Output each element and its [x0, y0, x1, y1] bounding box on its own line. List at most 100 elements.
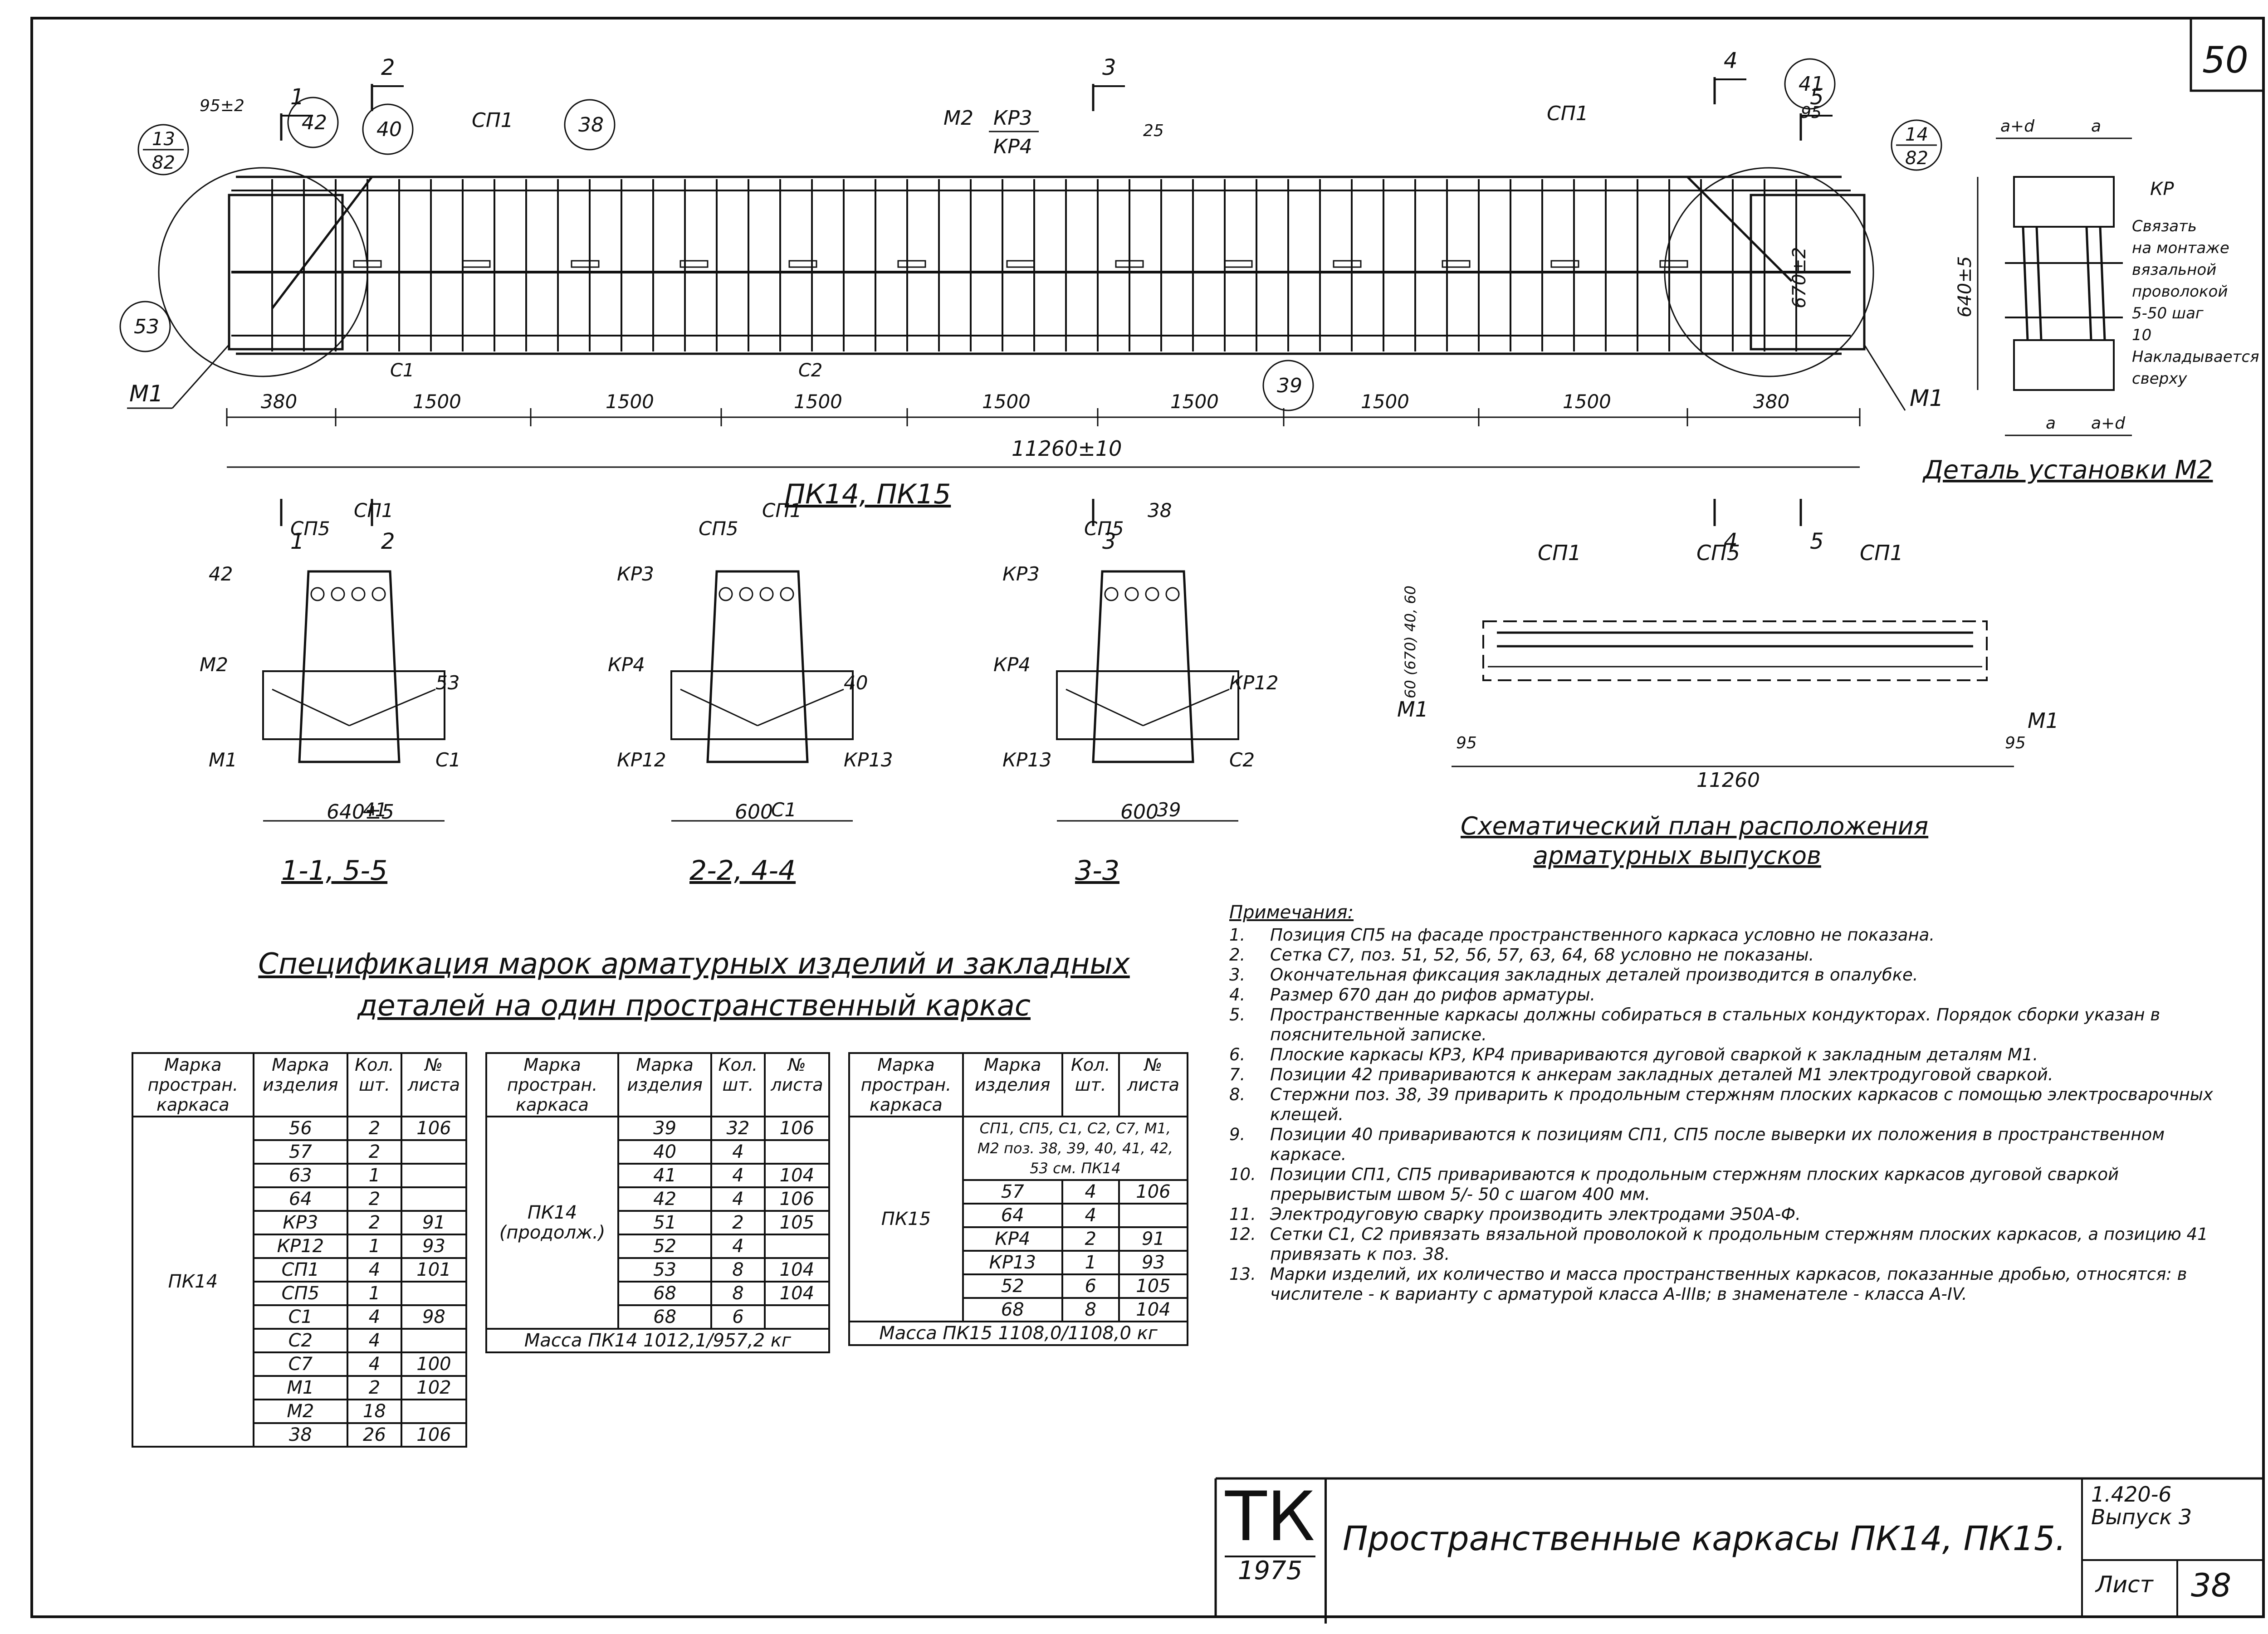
callout-label: 42 — [302, 111, 327, 134]
section-label: М1 — [209, 749, 237, 771]
note-number: 1. — [1229, 925, 1246, 945]
mass-pk14: Масса ПК14 1012,1/957,2 кг — [485, 1328, 830, 1353]
note-text: Позиция СП5 на фасаде пространственного … — [1270, 925, 1935, 945]
label-m1-left: М1 — [129, 380, 163, 407]
m2-note-line: сверху — [2132, 370, 2187, 388]
m2-dim-top-1: a+d — [2000, 117, 2035, 136]
section-mark-top: 2 — [381, 55, 395, 80]
spec-cell: КР3 — [252, 1210, 349, 1235]
note-text: Стержни поз. 38, 39 приварить к продольн… — [1270, 1085, 2213, 1124]
note-item: 12.Сетки С1, С2 привязать вязальной пров… — [1229, 1224, 2245, 1264]
spec-cell: 2 — [347, 1210, 402, 1235]
span-dim: 380 — [261, 390, 297, 413]
spec-cell: 4 — [347, 1257, 402, 1283]
spec-cell: 38 — [252, 1422, 349, 1448]
label-sp1-left: СП1 — [472, 109, 513, 132]
bar-mark — [1115, 260, 1144, 268]
spec-cell: 6 — [1061, 1273, 1120, 1299]
note-text: Позиции СП1, СП5 привариваются к продоль… — [1270, 1165, 2119, 1204]
overall-dim: 11260±10 — [1012, 436, 1122, 461]
spec-cell: 104 — [1118, 1297, 1189, 1322]
note-item: 3.Окончательная фиксация закладных детал… — [1229, 965, 2245, 985]
spec-cell: 105 — [1118, 1273, 1189, 1299]
section-label: 53 — [435, 672, 459, 694]
spec-cell: 4 — [710, 1163, 766, 1188]
sheet-label: Лист — [2096, 1571, 2153, 1598]
section-width: 600 — [735, 800, 773, 824]
scheme-m1-r: М1 — [2028, 708, 2059, 733]
spec-cell: 8 — [1061, 1297, 1120, 1322]
spec-cell: 39 — [617, 1116, 713, 1141]
spec-cell: 4 — [710, 1186, 766, 1212]
scheme-dim-11260: 11260 — [1696, 769, 1760, 792]
m2-note-line: 10 — [2132, 326, 2151, 344]
label-c1: С1 — [390, 360, 414, 381]
tk-year: 1975 — [1225, 1556, 1315, 1585]
section-width: 640±5 — [327, 800, 394, 824]
label-m2: М2 — [943, 107, 973, 130]
spec-cell — [400, 1163, 468, 1188]
section-label: М2 — [200, 654, 228, 676]
span-dim: 380 — [1753, 390, 1789, 413]
dim-95-left: 95±2 — [200, 97, 244, 115]
spec-cell: 1 — [347, 1234, 402, 1259]
section-mark-bottom: 2 — [381, 529, 395, 554]
m2-dim-top-2: a — [2091, 117, 2101, 136]
callout-circle — [1891, 119, 1942, 171]
note-item: 13.Марки изделий, их количество и масса … — [1229, 1264, 2245, 1304]
m2-dim-bot-1: a — [2046, 414, 2056, 433]
section-label: КР13 — [844, 749, 893, 771]
spec-cell: 68 — [962, 1297, 1063, 1322]
note-number: 13. — [1229, 1264, 1256, 1284]
note-item: 10.Позиции СП1, СП5 привариваются к прод… — [1229, 1165, 2245, 1205]
spec-cell: 64 — [252, 1186, 349, 1212]
note-item: 1. Позиция СП5 на фасаде пространственног… — [1229, 925, 2245, 945]
bar-mark — [1550, 260, 1579, 268]
bar-mark — [1442, 260, 1471, 268]
spec-cell: 102 — [400, 1375, 468, 1400]
spec-cell: С7 — [252, 1351, 349, 1377]
spec-cell: 104 — [763, 1281, 831, 1306]
title-block: ТК 1975 Пространственные каркасы ПК14, П… — [1216, 1478, 2268, 1624]
series-info: 1.420-6 Выпуск 3 — [2091, 1483, 2192, 1528]
spec-cell: СП1 — [252, 1257, 349, 1283]
note-number: 5. — [1229, 1005, 1246, 1024]
section-caption: 1-1, 5-5 — [281, 855, 387, 887]
spec-cell: С2 — [252, 1328, 349, 1353]
span-dim: 1500 — [1563, 390, 1611, 413]
spec-cell: 68 — [617, 1281, 713, 1306]
frame-mark: ПК14 — [132, 1116, 254, 1448]
spec-header: Марка простран. каркаса — [485, 1052, 620, 1117]
callout-circle — [287, 97, 339, 148]
callout-circle — [119, 301, 171, 352]
frame-mark: ПК15 — [848, 1116, 964, 1322]
callout-label: 38 — [578, 113, 604, 137]
note-number: 3. — [1229, 965, 1246, 985]
section-mark-bottom: 4 — [1724, 529, 1738, 554]
spec-cell: 56 — [252, 1116, 349, 1141]
note-number: 12. — [1229, 1224, 1256, 1244]
spec-cell: 93 — [400, 1234, 468, 1259]
spec-cell: 2 — [347, 1375, 402, 1400]
spec-cell — [763, 1139, 831, 1165]
tk-stamp: ТК 1975 — [1216, 1478, 1327, 1624]
section-label: 41 — [363, 799, 387, 821]
scheme-sp1-l: СП1 — [1538, 541, 1581, 565]
bar-mark — [1224, 260, 1253, 268]
spec-cell: 8 — [710, 1257, 766, 1283]
spec-cell — [400, 1281, 468, 1306]
spec-cell: 2 — [347, 1116, 402, 1141]
spec-cell: 101 — [400, 1257, 468, 1283]
spec-cell: 2 — [710, 1210, 766, 1235]
spec-cell: 4 — [1061, 1179, 1120, 1205]
spec-cell: 52 — [617, 1234, 713, 1259]
spec-cell: 98 — [400, 1304, 468, 1330]
note-text: Размер 670 дан до рифов арматуры. — [1270, 985, 1596, 1005]
bar-mark — [462, 260, 491, 268]
note-number: 6. — [1229, 1045, 1246, 1064]
